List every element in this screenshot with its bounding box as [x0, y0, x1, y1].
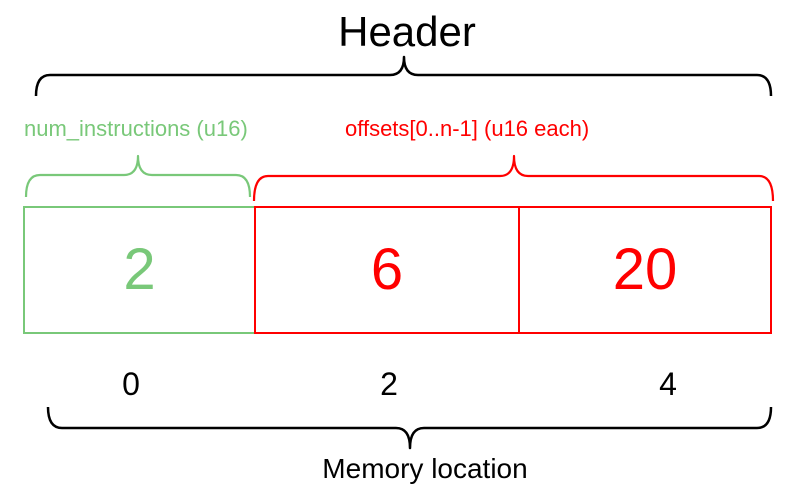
cell-offset-0-value: 6: [370, 237, 404, 302]
memory-location-4: 4: [659, 366, 677, 402]
offsets-brace: [252, 154, 775, 202]
memory-location-2: 2: [380, 366, 398, 402]
num-instructions-label: num_instructions (u16): [24, 116, 248, 141]
header-brace: [34, 55, 773, 97]
cell-offset-1-value: 20: [612, 237, 678, 302]
memory-location-axis-label: Memory location: [322, 453, 528, 484]
cell-num-instructions-value: 2: [123, 237, 156, 302]
cell-offset-0: 6: [254, 206, 520, 334]
offsets-label: offsets[0..n-1] (u16 each): [345, 116, 590, 141]
memory-location-0: 0: [122, 366, 140, 402]
memory-location-brace: [46, 406, 773, 450]
cell-offset-1: 20: [518, 206, 772, 334]
cell-num-instructions: 2: [23, 206, 256, 334]
num-instructions-brace: [24, 154, 252, 198]
diagram-title: Header: [338, 8, 476, 55]
